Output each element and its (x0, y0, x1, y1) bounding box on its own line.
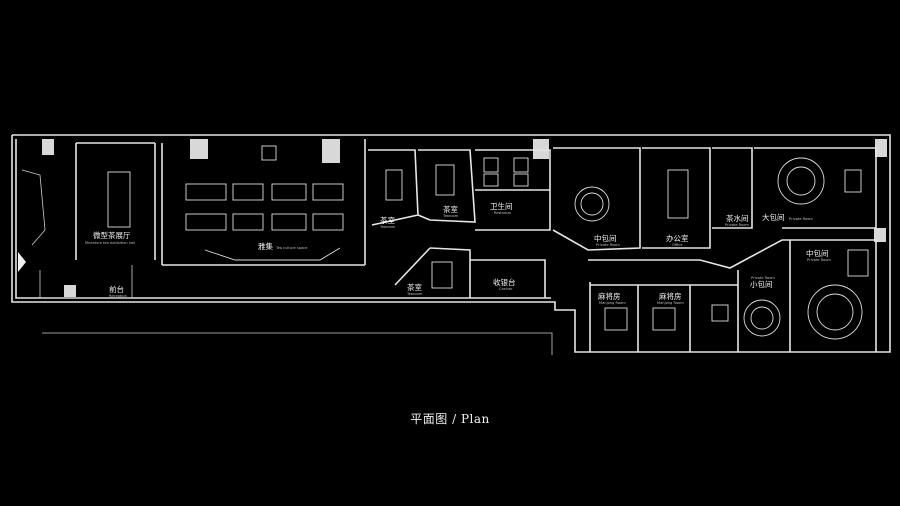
restroom-fixtures (483, 157, 529, 187)
room-label-mahjong-1-en: Mahjong Room (599, 301, 626, 305)
room-label-reception-en: Reception (109, 294, 127, 298)
tearoom-furniture (385, 164, 455, 289)
entrance-arrow-icon (18, 252, 26, 272)
room-label-office: 办公室 (666, 233, 689, 243)
room-label-cashier: 收银台 (493, 277, 516, 287)
room-label-tearoom-2: 茶室 (443, 204, 458, 214)
outer-walls (11, 134, 891, 355)
office-and-mahjong-furniture (604, 169, 869, 331)
room-label-tearoom-2-en: Tearoom (442, 214, 459, 218)
room-label-office-en: Office (672, 243, 683, 247)
room-label-private-mid-2: 中包间 (806, 248, 829, 258)
room-labels: 微型茶展厅 Miniature tea exhibition hall 前台 R… (85, 201, 831, 305)
room-label-private-small: 小包间 (750, 279, 773, 289)
room-label-private-mid-1-en: Private Room (596, 243, 620, 247)
room-label-tearoom-1-en: Tearoom (379, 225, 396, 229)
room-label-tea-culture-en: Tea culture space (275, 246, 308, 250)
exhibition-display-case (107, 171, 131, 228)
room-label-private-large-en: Private Room (789, 217, 813, 221)
room-label-private-large: 大包间 (762, 212, 785, 222)
room-label-mahjong-2: 麻将房 (659, 291, 682, 301)
room-label-pantry: 茶水间 (726, 213, 749, 223)
structural-columns (42, 139, 887, 297)
room-label-private-mid-2-en: Private Room (807, 258, 831, 262)
room-label-mahjong-1: 麻将房 (598, 291, 621, 301)
room-label-reception: 前台 (109, 284, 124, 294)
room-label-tearoom-3: 茶室 (407, 282, 422, 292)
room-label-tearoom-3-en: Tearoom (406, 292, 423, 296)
interior-walls (21, 139, 877, 352)
plan-caption: 平面图 / Plan (410, 412, 490, 426)
room-label-tearoom-1: 茶室 (380, 215, 395, 225)
room-label-restroom-en: Restroom (494, 211, 512, 215)
room-label-exhibition: 微型茶展厅 (93, 230, 131, 240)
room-label-restroom: 卫生间 (490, 201, 513, 211)
room-label-private-small-en: Private Room (751, 276, 775, 280)
room-label-mahjong-2-en: Mahjong Room (657, 301, 684, 305)
room-label-cashier-en: Cashier (499, 287, 513, 291)
tea-culture-tables (185, 145, 344, 261)
room-label-pantry-en: Private Room (725, 223, 749, 227)
round-tables (574, 157, 863, 340)
room-label-exhibition-en: Miniature tea exhibition hall (85, 241, 135, 245)
room-label-tea-culture: 雅集 (258, 241, 273, 251)
room-label-private-mid-1: 中包间 (594, 233, 617, 243)
